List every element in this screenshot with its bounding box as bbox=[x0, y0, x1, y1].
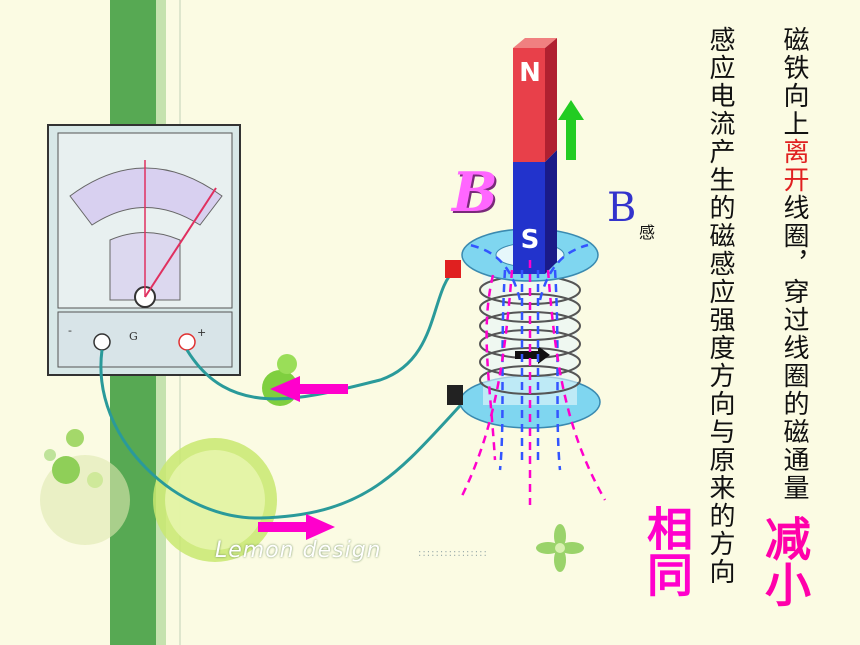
emphasis-same: 相同 bbox=[640, 505, 694, 597]
field-B-label: B bbox=[452, 160, 498, 224]
lime-decoration bbox=[40, 354, 298, 562]
magenta-left-arrow-icon bbox=[270, 376, 348, 402]
galvanometer bbox=[47, 124, 241, 376]
terminal-black bbox=[447, 385, 463, 405]
bar-magnet bbox=[513, 38, 557, 274]
green-up-arrow-icon bbox=[558, 100, 584, 160]
emphasis-decrease: 减小 bbox=[758, 515, 812, 607]
coil-current-arrow-icon bbox=[515, 346, 550, 364]
second-caption: 感应电流产生的磁感应强度方向与原来的方向 bbox=[705, 26, 735, 586]
main-caption-highlight: 离开 bbox=[779, 138, 809, 194]
magnet-south-label: S bbox=[520, 225, 540, 255]
terminal-red bbox=[445, 260, 461, 278]
main-caption: 磁铁向上离开线圈，穿过线圈的磁通量 bbox=[776, 26, 813, 502]
wire-top bbox=[185, 268, 457, 401]
main-caption-suffix: 线圈，穿过线圈的磁通量 bbox=[779, 194, 809, 502]
magenta-right-arrow-icon bbox=[258, 514, 335, 540]
meter-terminal-plus bbox=[178, 333, 196, 351]
induced-field-lines bbox=[458, 260, 607, 505]
meter-G-label: G bbox=[129, 330, 138, 343]
main-caption-prefix: 磁铁向上 bbox=[779, 26, 809, 138]
magnet-north-label: N bbox=[519, 58, 541, 88]
induced-B-subscript: 感 bbox=[639, 223, 656, 242]
wire-bottom bbox=[99, 349, 472, 520]
induced-B-label: B bbox=[607, 185, 637, 231]
flower-decoration bbox=[536, 524, 584, 572]
meter-plus-label: + bbox=[197, 326, 207, 339]
watermark-dots: :::::::::::::::: bbox=[418, 548, 488, 559]
magnet-field-lines bbox=[469, 243, 589, 471]
meter-terminal-minus bbox=[93, 333, 111, 351]
meter-minus-label: - bbox=[68, 324, 72, 337]
meter-needle bbox=[144, 187, 217, 298]
watermark-text: Lemon design bbox=[215, 538, 382, 563]
